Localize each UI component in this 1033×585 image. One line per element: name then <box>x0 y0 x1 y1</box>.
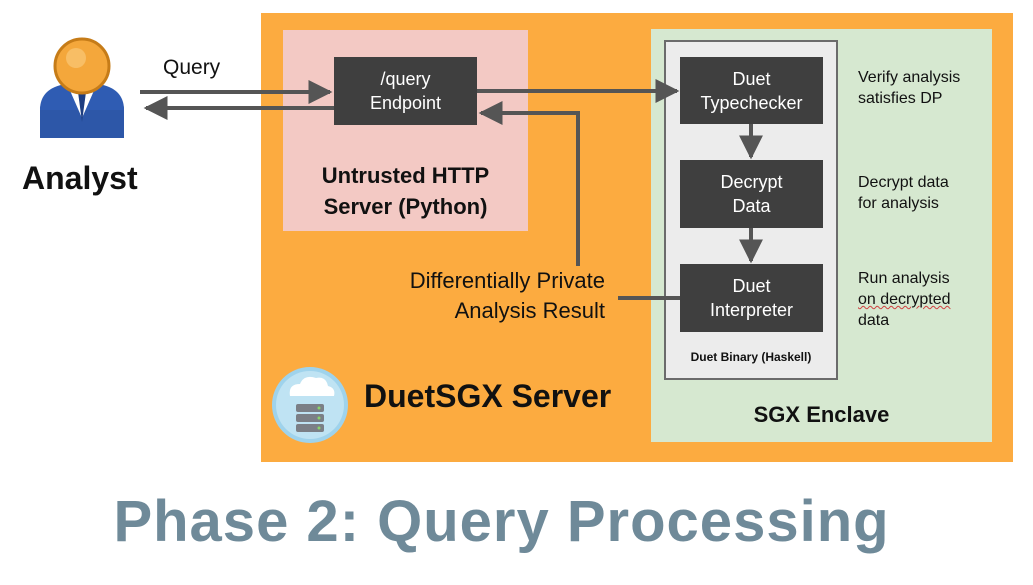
interpreter-line2: Interpreter <box>709 300 794 320</box>
query-endpoint-box: /query Endpoint <box>334 57 477 125</box>
endpoint-line2: Endpoint <box>369 93 442 113</box>
dp-result-label: Differentially Private Analysis Result <box>409 268 605 323</box>
decrypt-line2: Data <box>732 196 771 216</box>
duet-typechecker-box: Duet Typechecker <box>680 57 823 124</box>
decrypt-line1: Decrypt <box>720 172 783 192</box>
analyst-label: Analyst <box>22 160 138 196</box>
duet-interpreter-box: Duet Interpreter <box>680 264 823 332</box>
annotation-verify: Verify analysis satisfies DP <box>858 69 961 107</box>
annotation-decrypt: Decrypt data for analysis <box>858 174 949 212</box>
sgx-enclave-label: SGX Enclave <box>753 402 890 427</box>
query-label: Query <box>163 56 221 79</box>
decrypt-data-box: Decrypt Data <box>680 160 823 228</box>
phase-title: Phase 2: Query Processing <box>113 489 890 554</box>
analyst-person-icon <box>40 37 124 138</box>
typechecker-line2: Typechecker <box>700 92 803 113</box>
typechecker-line1: Duet <box>732 68 771 89</box>
http-server-label: Untrusted HTTP Server (Python) <box>321 163 490 219</box>
cloud-server-icon <box>272 367 348 443</box>
annotation-run: Run analysis on decrypted data <box>858 270 951 329</box>
duetsgx-server-title: DuetSGX Server <box>364 378 612 414</box>
endpoint-line1: /query <box>380 69 431 89</box>
interpreter-line1: Duet <box>732 276 771 296</box>
arrow-result-to-endpoint <box>478 101 580 266</box>
duet-binary-label: Duet Binary (Haskell) <box>690 350 812 364</box>
